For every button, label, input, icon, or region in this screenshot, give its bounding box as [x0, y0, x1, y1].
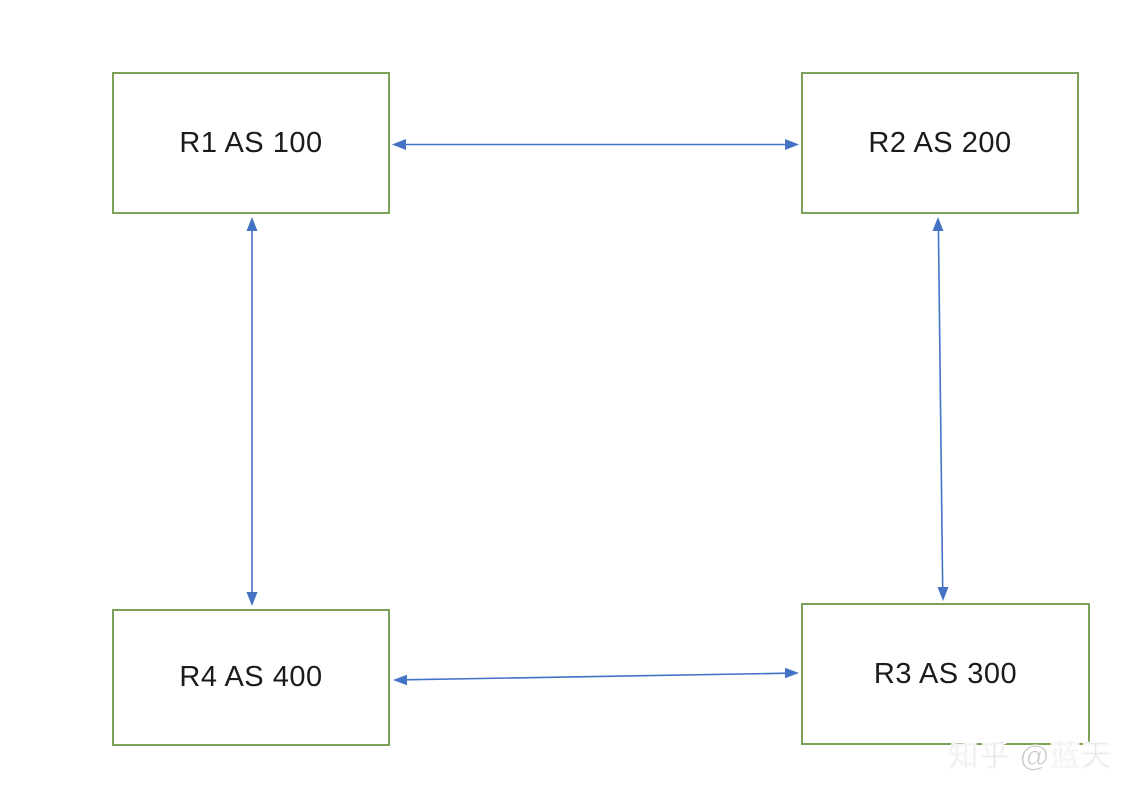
arrowhead: [932, 217, 944, 231]
arrowhead: [393, 674, 407, 686]
edge-r2-r3: [932, 217, 949, 601]
edge-r4-r3: [393, 667, 799, 686]
arrowhead: [392, 139, 406, 150]
node-label-r1: R1 AS 100: [179, 126, 323, 159]
edge-r1-r2: [392, 139, 799, 150]
node-r3: R3 AS 300: [801, 603, 1090, 745]
node-label-r2: R2 AS 200: [868, 126, 1012, 159]
arrowhead: [785, 667, 799, 679]
arrowhead: [246, 217, 258, 231]
arrowhead: [785, 139, 799, 150]
node-r2: R2 AS 200: [801, 72, 1079, 214]
watermark-zhihu: 知乎 @蓝天: [948, 740, 1112, 774]
node-label-r4: R4 AS 400: [179, 661, 323, 693]
edge-r1-r4: [246, 217, 258, 606]
arrowhead: [937, 587, 949, 601]
node-r4: R4 AS 400: [112, 609, 390, 746]
arrowhead: [246, 592, 258, 606]
node-r1: R1 AS 100: [112, 72, 390, 214]
node-label-r3: R3 AS 300: [873, 657, 1018, 690]
